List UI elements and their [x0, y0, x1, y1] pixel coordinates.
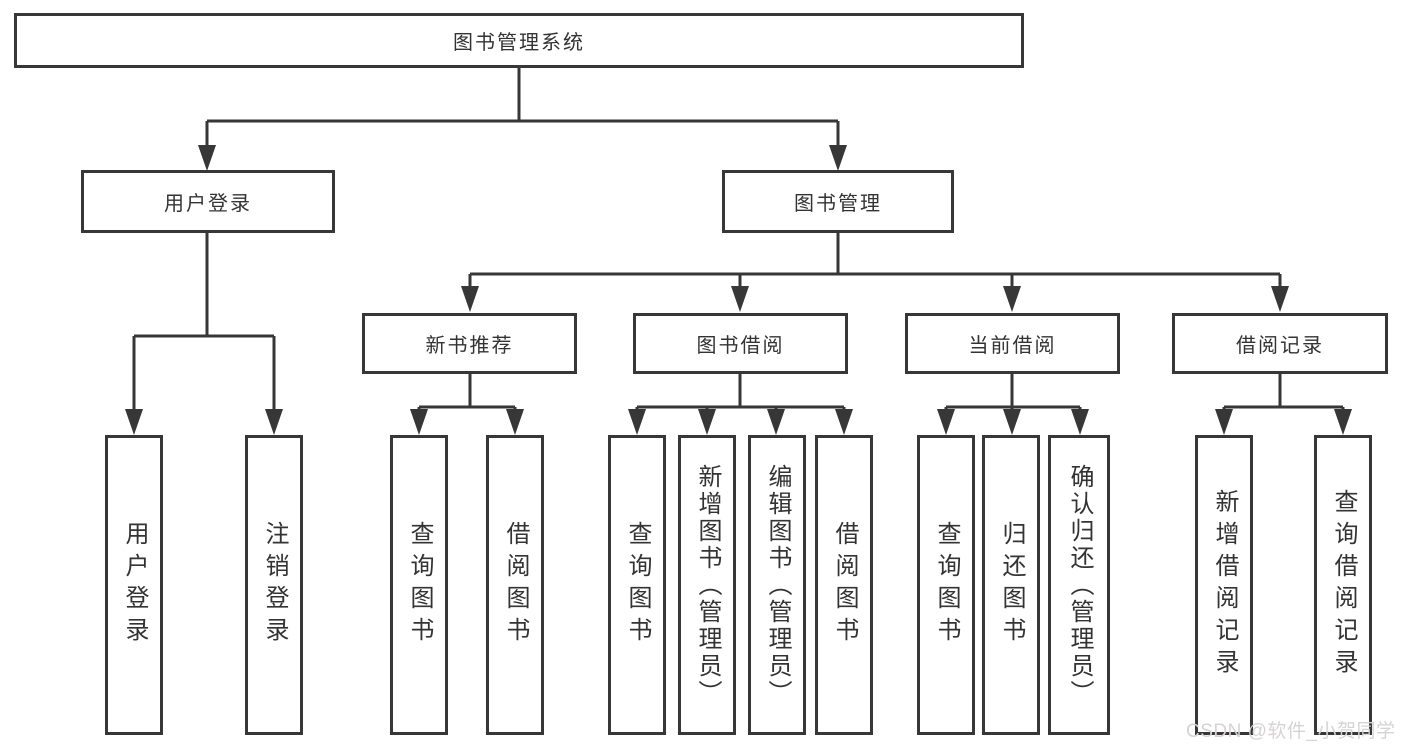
watermark: CSDN @软件_小贺同学: [1186, 721, 1396, 742]
leaf-query-borrow-record: 查询借阅记录: [1314, 435, 1372, 735]
leaf-user-login: 用户登录: [105, 435, 163, 735]
node-book-management: 图书管理: [722, 170, 954, 233]
leaf-logout: 注销登录: [245, 435, 303, 735]
leaf-query-books-borrowing: 查询图书: [608, 435, 666, 735]
arrow-down-icons: [125, 145, 1352, 435]
leaf-query-books-recommend: 查询图书: [390, 435, 448, 735]
leaf-borrow-books-recommend: 借阅图书: [486, 435, 544, 735]
leaf-add-borrow-record: 新增借阅记录: [1195, 435, 1253, 735]
node-root: 图书管理系统: [14, 13, 1024, 68]
node-new-book-recommend: 新书推荐: [362, 313, 577, 374]
leaf-add-books-admin: 新增图书（管理员）: [678, 435, 736, 735]
node-current-borrowing: 当前借阅: [905, 313, 1120, 374]
leaf-return-books: 归还图书: [982, 435, 1040, 735]
leaf-query-books-current: 查询图书: [917, 435, 975, 735]
node-borrowing-records: 借阅记录: [1172, 313, 1388, 374]
node-user-login: 用户登录: [81, 170, 335, 233]
leaf-borrow-books: 借阅图书: [815, 435, 873, 735]
leaf-confirm-return-admin: 确认归还（管理员）: [1048, 435, 1110, 735]
leaf-edit-books-admin: 编辑图书（管理员）: [748, 435, 806, 735]
node-book-borrowing: 图书借阅: [633, 313, 848, 374]
